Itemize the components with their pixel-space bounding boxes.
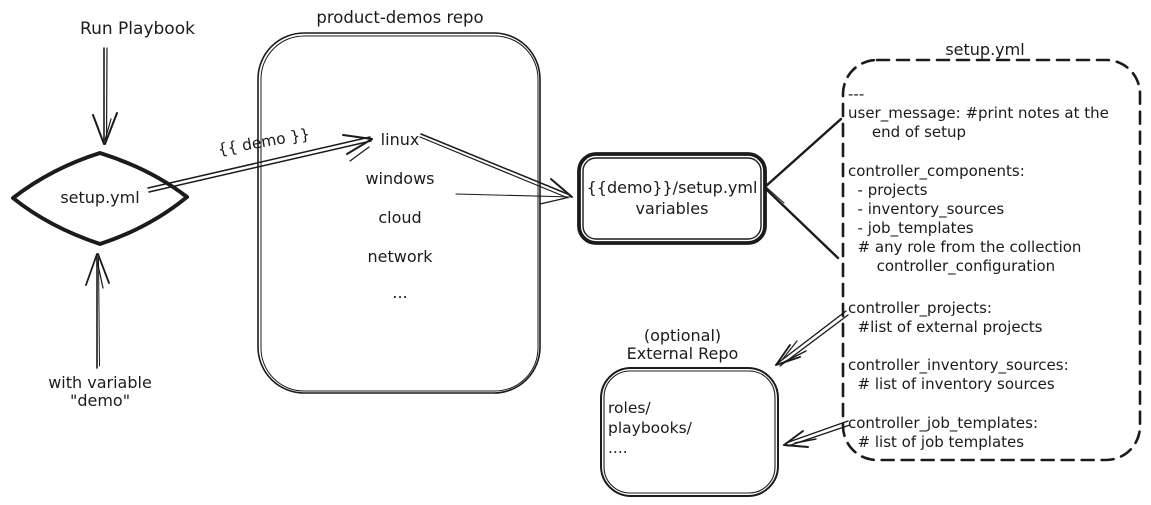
product-demos-repo-title: product-demos repo — [316, 8, 484, 27]
arrow-diamond-to-linux — [147, 134, 373, 193]
arrow-job-templates-to-external-repo — [783, 420, 851, 448]
external-repo-title: (optional) External Repo — [626, 326, 739, 363]
external-repo-content: roles/ playbooks/ .... — [608, 399, 692, 457]
run-playbook-label: Run Playbook — [80, 19, 195, 39]
variables-box — [577, 152, 767, 245]
external-repo-box — [600, 367, 779, 497]
repo-item-network: network — [367, 247, 433, 266]
arrow-with-variable-to-diamond — [85, 253, 110, 369]
repo-item-linux: linux — [380, 130, 420, 149]
repo-item-windows: windows — [365, 169, 435, 188]
arrow-linux-to-variables — [419, 133, 573, 205]
arrow-projects-to-external-repo — [775, 310, 849, 367]
yaml-section-controller-job-templates: controller_job_templates: # list of job … — [848, 414, 1039, 451]
variables-box-label: {{demo}}/setup.yml variables — [586, 178, 758, 218]
product-demos-repo-box — [257, 32, 541, 394]
setup-yml-diamond — [11, 151, 189, 246]
repo-item-cloud: cloud — [378, 208, 422, 227]
with-variable-label: with variable "demo" — [48, 373, 152, 410]
fan-lines-variables-to-setup-yml — [764, 117, 843, 260]
yaml-section-user-message: --- user_message: #print notes at the en… — [848, 85, 1109, 141]
yaml-section-controller-projects: controller_projects: #list of external p… — [848, 299, 1043, 336]
arrow-run-playbook-to-diamond — [92, 47, 118, 145]
setup-yml-dashed-box — [841, 58, 1142, 462]
repo-item-ellipsis: ... — [392, 283, 408, 302]
setup-yml-diamond-label: setup.yml — [60, 188, 140, 207]
yaml-section-controller-inventory-sources: controller_inventory_sources: # list of … — [848, 356, 1069, 393]
setup-yml-file-title: setup.yml — [945, 40, 1025, 59]
yaml-section-controller-components: controller_components: - projects - inve… — [848, 162, 1082, 275]
